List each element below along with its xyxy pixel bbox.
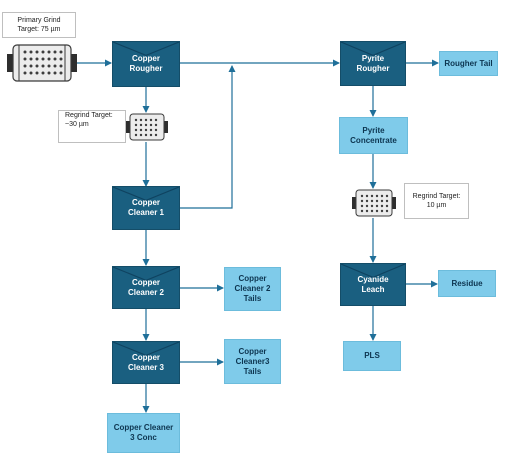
cleaner-2-tails-line-2: Cleaner 2 bbox=[234, 284, 271, 293]
pyrite-rougher-label: Pyrite Rougher bbox=[356, 53, 390, 73]
pyrite-concentrate-box: Pyrite Concentrate bbox=[339, 117, 408, 154]
rougher-tail-label: Rougher Tail bbox=[444, 58, 493, 68]
copper-rougher-box: Copper Rougher bbox=[112, 41, 180, 87]
residue-label: Residue bbox=[451, 278, 483, 288]
regrind-pyrite-note: Regrind Target: 10 µm bbox=[404, 183, 469, 219]
regrind-copper-target: ~30 µm bbox=[65, 121, 89, 129]
cleaner-3-conc-line-2: 3 Conc bbox=[130, 433, 157, 442]
pyrite-concentrate-line-2: Concentrate bbox=[350, 135, 397, 145]
cleaner-2-tails-line-3: Tails bbox=[243, 294, 262, 303]
cleaner-3-tails-line-3: Tails bbox=[243, 366, 262, 376]
pyrite-rougher-box: Pyrite Rougher bbox=[340, 41, 406, 86]
copper-cleaner-1-label: Copper Cleaner 1 bbox=[127, 198, 165, 217]
cleaner-2-tails-box: Copper Cleaner 2 Tails bbox=[224, 267, 281, 311]
box-flap-lines bbox=[113, 267, 179, 281]
box-flap-lines bbox=[341, 264, 405, 278]
copper-cleaner-3-label: Copper Cleaner 3 bbox=[127, 352, 165, 372]
primary-grind-target: Target: 75 µm bbox=[17, 26, 61, 33]
box-flap-lines bbox=[113, 187, 179, 201]
copper-cleaner-2-box: Copper Cleaner 2 bbox=[112, 266, 180, 309]
grinding-mill-icon bbox=[7, 44, 77, 82]
cleaner-3-tails-box: Copper Cleaner3 Tails bbox=[224, 339, 281, 384]
pyrite-concentrate-line-1: Pyrite bbox=[362, 125, 385, 135]
regrind-pyrite-target: 10 µm bbox=[426, 202, 447, 209]
grinding-mill-icon bbox=[126, 113, 168, 141]
cleaner-2-tails-line-1: Copper bbox=[238, 274, 267, 283]
pls-label: PLS bbox=[364, 351, 380, 360]
pls-box: PLS bbox=[343, 341, 401, 371]
cleaner-3-conc-box: Copper Cleaner 3 Conc bbox=[107, 413, 180, 453]
residue-box: Residue bbox=[438, 270, 496, 297]
copper-cleaner-1-box: Copper Cleaner 1 bbox=[112, 186, 180, 230]
copper-rougher-label: Copper Rougher bbox=[129, 54, 163, 73]
primary-grind-note: Primary Grind Target: 75 µm bbox=[2, 12, 76, 38]
copper-cleaner-3-box: Copper Cleaner 3 bbox=[112, 341, 180, 384]
box-flap-lines bbox=[113, 42, 179, 57]
regrind-copper-note: Regrind Target: ~30 µm bbox=[58, 110, 126, 143]
grinding-mill-icon bbox=[352, 189, 396, 217]
box-flap-lines bbox=[341, 42, 405, 57]
box-flap-lines bbox=[113, 342, 179, 356]
copper-cleaner-2-label: Copper Cleaner 2 bbox=[127, 277, 165, 297]
primary-grind-title: Primary Grind bbox=[17, 16, 61, 24]
cleaner-3-conc-line-1: Copper Cleaner bbox=[113, 423, 174, 432]
cyanide-leach-label: Cyanide Leach bbox=[357, 274, 389, 294]
cleaner-3-tails-line-2: Cleaner3 bbox=[235, 356, 270, 366]
regrind-copper-title: Regrind Target: bbox=[65, 112, 113, 119]
cleaner-3-tails-line-1: Copper bbox=[238, 346, 267, 356]
cyanide-leach-box: Cyanide Leach bbox=[340, 263, 406, 306]
regrind-pyrite-title: Regrind Target: bbox=[412, 192, 461, 200]
rougher-tail-box: Rougher Tail bbox=[439, 51, 498, 76]
arrow-cleaner-1-tails-recycle bbox=[180, 65, 236, 209]
